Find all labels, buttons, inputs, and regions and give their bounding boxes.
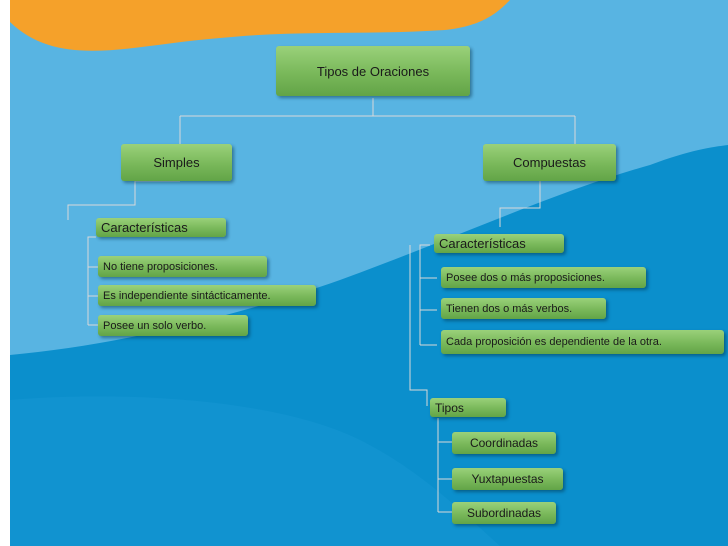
tipo-subordinadas: Subordinadas bbox=[452, 502, 556, 524]
compuestas-item-dos-proposiciones: Posee dos o más proposiciones. bbox=[441, 267, 646, 288]
tipo-coordinadas: Coordinadas bbox=[452, 432, 556, 454]
simples-caracteristicas-heading: Características bbox=[96, 218, 226, 237]
root-node-tipos-de-oraciones: Tipos de Oraciones bbox=[276, 46, 470, 96]
tipo-yuxtapuestas: Yuxtapuestas bbox=[452, 468, 563, 490]
simples-item-un-solo-verbo: Posee un solo verbo. bbox=[98, 315, 248, 336]
simples-item-no-tiene-proposiciones: No tiene proposiciones. bbox=[98, 256, 267, 277]
compuestas-item-dos-verbos: Tienen dos o más verbos. bbox=[441, 298, 606, 319]
simples-item-independiente: Es independiente sintácticamente. bbox=[98, 285, 316, 306]
compuestas-caracteristicas-heading: Características bbox=[434, 234, 564, 253]
compuestas-tipos-heading: Tipos bbox=[430, 398, 506, 417]
compuestas-item-dependiente: Cada proposición es dependiente de la ot… bbox=[441, 330, 724, 354]
node-compuestas: Compuestas bbox=[483, 144, 616, 181]
node-simples: Simples bbox=[121, 144, 232, 181]
